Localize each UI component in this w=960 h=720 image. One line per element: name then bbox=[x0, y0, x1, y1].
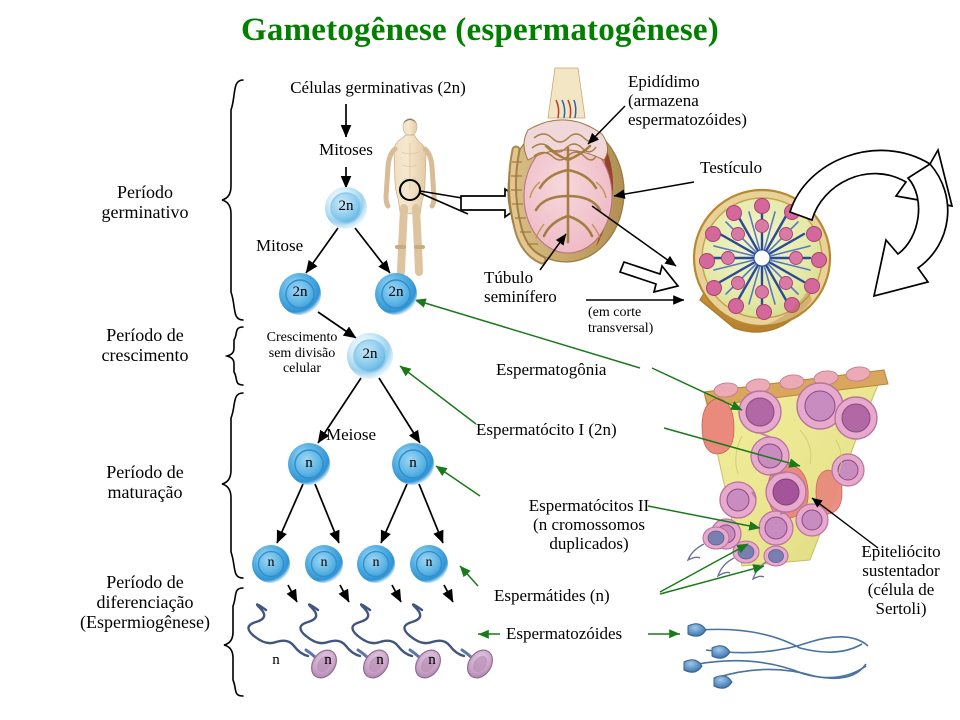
phase-line: Período de bbox=[106, 572, 184, 592]
label-cross-section: (em corte transversal) bbox=[588, 305, 718, 336]
label-spermatogonia: Espermatogônia bbox=[496, 360, 607, 379]
growth-line: Crescimento bbox=[266, 330, 338, 345]
phase-label-maturacao: Período de maturação bbox=[70, 462, 220, 502]
free-spermatozoa-illustration bbox=[683, 623, 869, 689]
label-mitose: Mitose bbox=[256, 236, 304, 255]
label-spermatozoa: Espermatozóides bbox=[506, 624, 623, 643]
cell-label-spermatocyte-I: 2n bbox=[362, 346, 378, 362]
growth-line: celular bbox=[282, 361, 322, 377]
phase-line: Período de bbox=[106, 462, 184, 482]
label-germinal-cells: Células germinativas (2n) bbox=[290, 78, 466, 97]
epididymis-line: espermatozóides) bbox=[628, 110, 747, 130]
cell-label-spermatocyte-II-left: n bbox=[305, 455, 313, 471]
label-epididymis: Epidídimo (armazena espermatozóides) bbox=[628, 72, 868, 129]
phase-line: (Espermiogênese) bbox=[80, 612, 210, 633]
tubule-line: seminífero bbox=[484, 287, 557, 307]
label-spermatids: Espermátides (n) bbox=[494, 586, 610, 605]
sperm-label-2: n bbox=[324, 652, 332, 668]
label-seminiferous-tubule: Túbulo seminífero bbox=[484, 268, 604, 306]
cell-label-spermatid-2: n bbox=[320, 555, 328, 570]
curved-hollow-arrow-head bbox=[872, 162, 949, 298]
phase-line: crescimento bbox=[101, 345, 189, 366]
phase-label-diferenciacao: Período de diferenciação (Espermiogênese… bbox=[56, 572, 234, 632]
sperm-label-4: n bbox=[428, 652, 436, 668]
phase-line: Período bbox=[117, 182, 173, 202]
label-meiose: Meiose bbox=[326, 425, 377, 444]
epididymis-line: (armazena bbox=[628, 91, 699, 111]
groin-highlight-circle bbox=[399, 179, 421, 201]
spermatids-in-epithelium bbox=[686, 526, 789, 581]
spermatocytes-II-line: Espermatócitos II bbox=[528, 496, 650, 515]
cell-label-spermatocyte-II-right: n bbox=[409, 455, 417, 471]
diagram-spermatozoa bbox=[247, 603, 493, 679]
cross-section-line: (em corte bbox=[588, 305, 642, 320]
epididymis-line: Epidídimo bbox=[628, 72, 700, 91]
sertoli-line: Sertoli) bbox=[875, 599, 927, 619]
sertoli-line: Epiteliócito bbox=[861, 542, 941, 561]
cell-label-spermatid-3: n bbox=[372, 555, 380, 570]
growth-line: sem divisão bbox=[268, 345, 336, 361]
label-spermatocyte-I: Espermatócito I (2n) bbox=[476, 420, 617, 439]
sertoli-line: (célula de bbox=[867, 580, 935, 600]
hollow-arrow-testis-to-tubule bbox=[618, 260, 680, 294]
label-sertoli: Epiteliócito sustentador (célula de Sert… bbox=[842, 542, 960, 618]
page-title: Gametogênese (espermatogênese) bbox=[241, 12, 719, 48]
cross-section-line: transversal) bbox=[588, 320, 654, 336]
phase-label-germinativo: Período germinativo bbox=[70, 182, 220, 222]
cell-label-spermatid-4: n bbox=[425, 555, 433, 570]
phase-line: diferenciação bbox=[96, 592, 194, 613]
cell-label-spermatogonium: 2n bbox=[338, 198, 354, 214]
sperm-label-1: n bbox=[272, 652, 280, 668]
tubule-line: Túbulo bbox=[484, 268, 534, 287]
hollow-arrow-body-to-testis bbox=[460, 187, 526, 219]
phase-line: maturação bbox=[107, 482, 183, 503]
label-growth-no-division: Crescimento sem divisão celular bbox=[240, 330, 364, 377]
label-mitoses: Mitoses bbox=[319, 140, 373, 159]
spermatocytes-II-line: duplicados) bbox=[549, 534, 629, 554]
phase-line: Período de bbox=[106, 325, 184, 345]
phase-line: germinativo bbox=[101, 202, 189, 223]
spermatocytes-II-line: (n cromossomos bbox=[533, 515, 645, 535]
label-spermatocytes-II: Espermatócitos II (n cromossomos duplica… bbox=[484, 496, 694, 553]
testis-illustration bbox=[507, 67, 625, 265]
germ-cell-dots bbox=[699, 198, 827, 320]
cell-label-spermatid-1: n bbox=[267, 555, 275, 570]
sperm-label-3: n bbox=[376, 652, 384, 668]
label-testicle: Testículo bbox=[700, 158, 763, 177]
cell-label-2n-right: 2n bbox=[388, 284, 404, 300]
phase-label-crescimento: Período de crescimento bbox=[70, 325, 220, 365]
cell-label-2n-left: 2n bbox=[292, 284, 308, 300]
sertoli-line: sustentador bbox=[862, 561, 940, 581]
